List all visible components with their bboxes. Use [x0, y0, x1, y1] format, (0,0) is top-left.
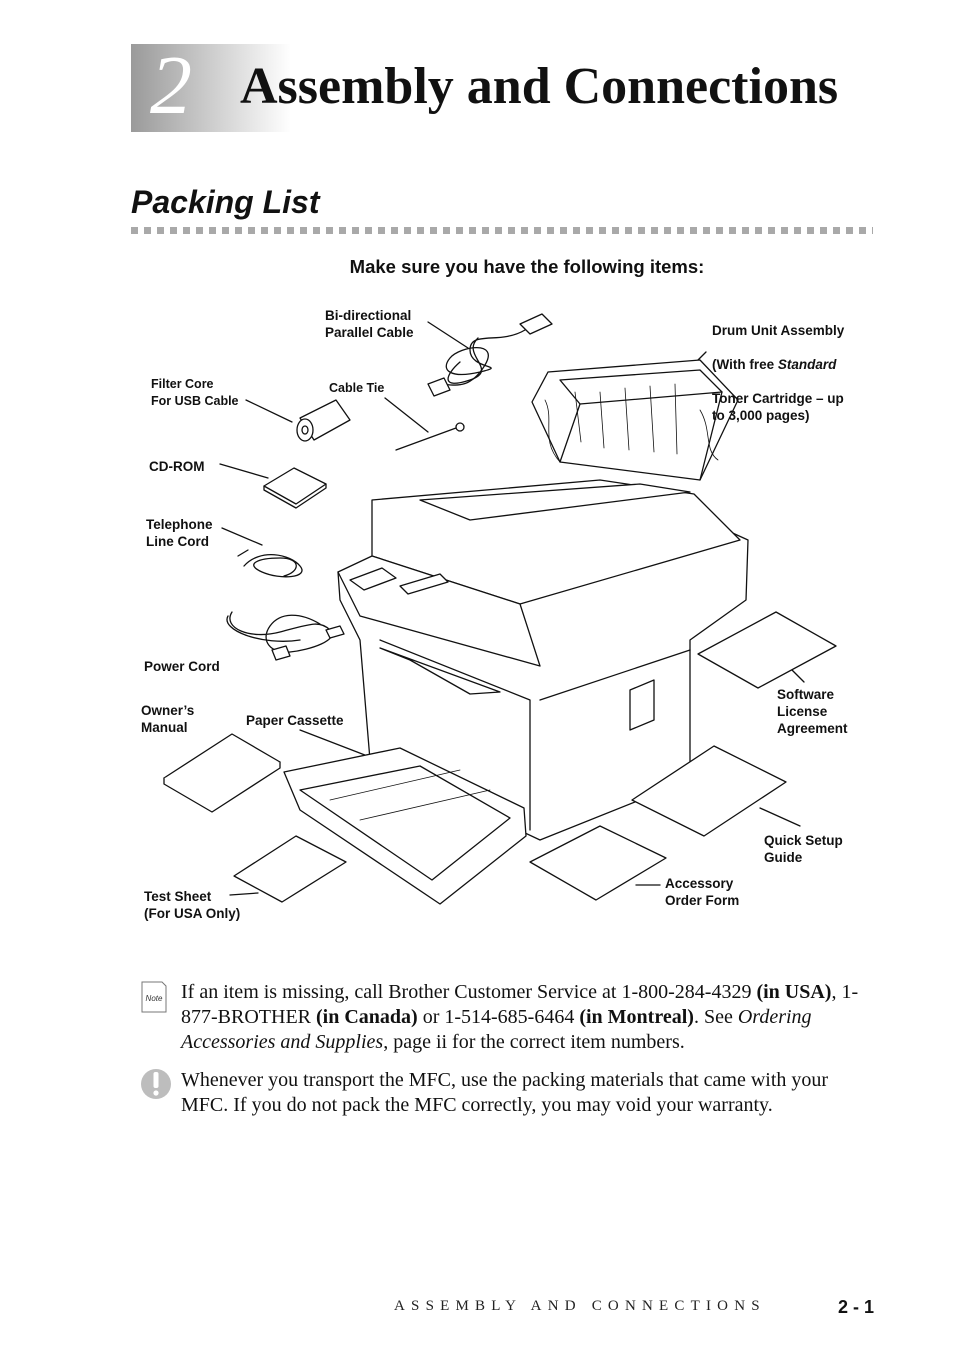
warning-text: Whenever you transport the MFC, use the …	[181, 1069, 829, 1116]
page-number: 2 - 1	[838, 1297, 875, 1317]
instruction-text: Make sure you have the following items:	[349, 256, 705, 277]
label-drum-unit-line3: Toner Cartridge – up to 3,000 pages)	[712, 391, 844, 423]
label-cable-tie: Cable Tie	[329, 381, 385, 395]
label-filter-core: Filter Core For USB Cable	[151, 377, 239, 408]
label-drum-unit-line2: (With free	[712, 357, 778, 372]
note-bold-usa: (in USA)	[756, 981, 832, 1003]
cd-rom-icon	[263, 467, 327, 505]
note-text-4: . See	[693, 1006, 738, 1028]
power-cord-icon	[226, 611, 345, 661]
label-cd-rom: CD-ROM	[149, 459, 205, 474]
filter-core-icon	[296, 399, 351, 442]
note-text-5: , page ii for the correct item numbers.	[383, 1031, 685, 1053]
chapter-number: 2	[150, 39, 192, 132]
note-text-3: or 1-514-685-6464	[417, 1006, 580, 1028]
running-footer-title: ASSEMBLY AND CONNECTIONS	[394, 1298, 766, 1314]
note-bold-montreal: (in Montreal)	[579, 1006, 694, 1028]
label-drum-unit-line1: Drum Unit Assembly	[712, 323, 845, 338]
label-power-cord: Power Cord	[144, 659, 220, 674]
note-icon-label: Note	[146, 994, 163, 1003]
mfc-machine-icon	[337, 479, 749, 841]
label-drum-unit-italic: Standard	[777, 357, 837, 372]
note-bold-canada: (in Canada)	[316, 1006, 418, 1028]
drum-unit-icon	[531, 359, 739, 481]
label-software-license: Software License Agreement	[777, 687, 848, 736]
accessory-form-icon	[529, 825, 667, 901]
packing-list-illustration	[163, 313, 837, 905]
quick-setup-guide-icon	[631, 745, 787, 837]
label-bidirectional-cable: Bi-directional Parallel Cable	[325, 308, 414, 340]
exclamation-icon	[141, 1069, 171, 1099]
label-telephone-cord: Telephone Line Cord	[146, 517, 213, 549]
test-sheet-icon	[233, 835, 347, 903]
note-icon: Note	[141, 981, 167, 1013]
label-owners-manual: Owner’s Manual	[141, 703, 195, 735]
label-test-sheet: Test Sheet (For USA Only)	[144, 889, 241, 921]
section-title: Packing List	[131, 184, 320, 220]
cable-tie-icon	[395, 427, 457, 451]
note-italic-reference: Ordering Accessories and Supplies	[181, 1006, 812, 1053]
label-accessory-form: Accessory Order Form	[665, 876, 740, 908]
owners-manual-icon	[163, 733, 281, 813]
paper-cassette-icon	[283, 747, 527, 905]
telephone-cord-icon	[243, 553, 303, 578]
note-text-1: If an item is missing, call Brother Cust…	[181, 981, 757, 1003]
software-license-icon	[697, 611, 837, 689]
chapter-title: Assembly and Connections	[240, 58, 839, 115]
note-text: If an item is missing, call Brother Cust…	[181, 980, 861, 1055]
section-divider	[131, 227, 873, 234]
label-quick-setup: Quick Setup Guide	[764, 833, 843, 865]
note-text-2: , 1-877-BROTHER	[181, 981, 859, 1028]
chapter-number-block	[131, 44, 291, 132]
parallel-cable-icon	[427, 313, 553, 397]
label-paper-cassette: Paper Cassette	[246, 713, 344, 728]
label-drum-unit: Drum Unit Assembly (With free Standard T…	[712, 305, 844, 424]
